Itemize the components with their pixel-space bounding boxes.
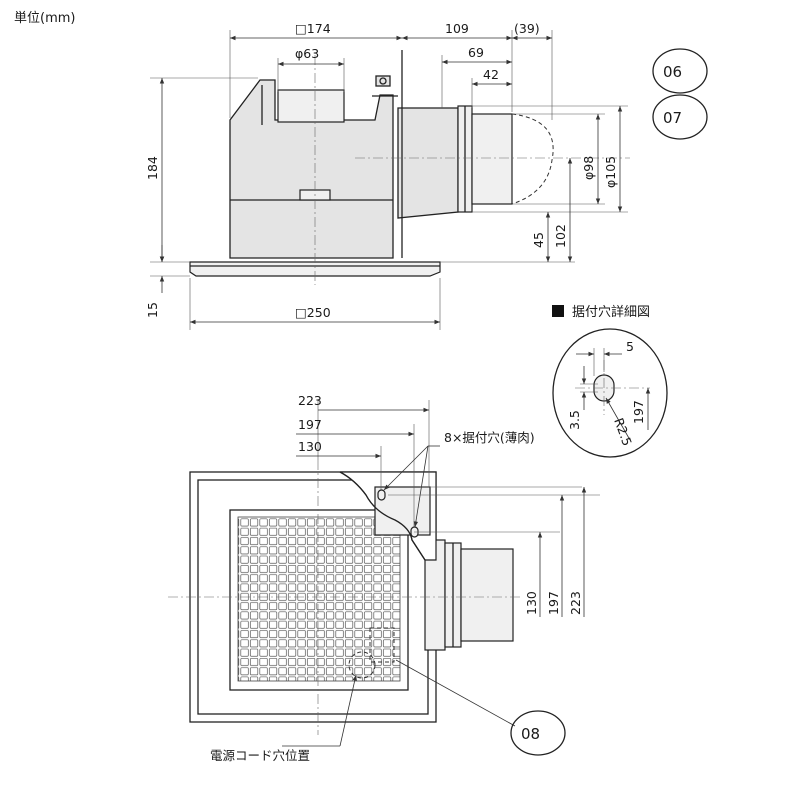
duct-adapter [397,107,459,219]
plan-dim-top-197: 197 [298,417,322,432]
cord-box-hidden [369,627,395,663]
dim-height-102: 102 [553,224,568,248]
unit-label: 単位(mm) [14,10,75,26]
plan-dim-right-130: 130 [524,591,539,615]
detail-outline [552,328,668,458]
callout-bubble-06 [652,48,708,94]
plan-dim-top-223: 223 [298,393,322,408]
cord-position-label: 電源コード穴位置 [210,748,310,763]
dim-flange-width: □250 [295,305,331,320]
callout-label-06: 06 [663,63,682,81]
mounting-hole-1 [377,489,386,501]
dim-height-184: 184 [145,156,160,180]
mounting-hole-detail: 据付穴詳細図 5 3.5 R2.5 197 [552,304,668,458]
duct-pipe [471,113,513,205]
fan-housing [229,79,394,259]
grille-frame [229,509,409,691]
dim-body-width: □174 [295,21,331,36]
callout-bubble-08 [510,710,566,756]
dim-duct-extra: (39) [514,21,540,36]
plan-dim-top-130: 130 [298,439,322,454]
cord-hole-hidden [348,651,376,679]
callout-label-08: 08 [521,725,540,743]
plan-dim-right-197: 197 [546,591,561,615]
detail-title: 据付穴詳細図 [572,304,650,320]
detail-dim-slot-35: 3.5 [567,410,582,430]
dim-duct-outer: φ105 [603,156,618,188]
dim-depth-69: 69 [468,45,484,60]
holes-label: 8×据付穴(薄肉) [444,430,535,445]
dim-flange-15: 15 [145,302,160,318]
plan-view: 223 197 130 8×据付穴(薄肉) 130 197 223 電源コード穴… [168,393,600,763]
callout-label-07: 07 [663,109,682,127]
damper-hidden [511,113,554,205]
dim-depth-42: 42 [483,67,499,82]
side-view: □174 109 (39) φ63 69 42 184 15 □2 [145,21,708,330]
dim-height-45: 45 [531,232,546,248]
plan-dim-right-223: 223 [568,591,583,615]
detail-dim-offset-197: 197 [631,400,646,424]
callout-bubble-07 [652,94,708,140]
motor-block [277,89,345,123]
dim-inner-diameter: φ63 [295,46,319,61]
grille-pattern [237,516,401,682]
dim-duct-offset: 109 [445,21,469,36]
dim-duct-inner: φ98 [581,156,596,180]
detail-dim-slot-5: 5 [626,339,634,354]
detail-marker-square [552,305,564,317]
plan-duct-pipe [460,548,514,642]
